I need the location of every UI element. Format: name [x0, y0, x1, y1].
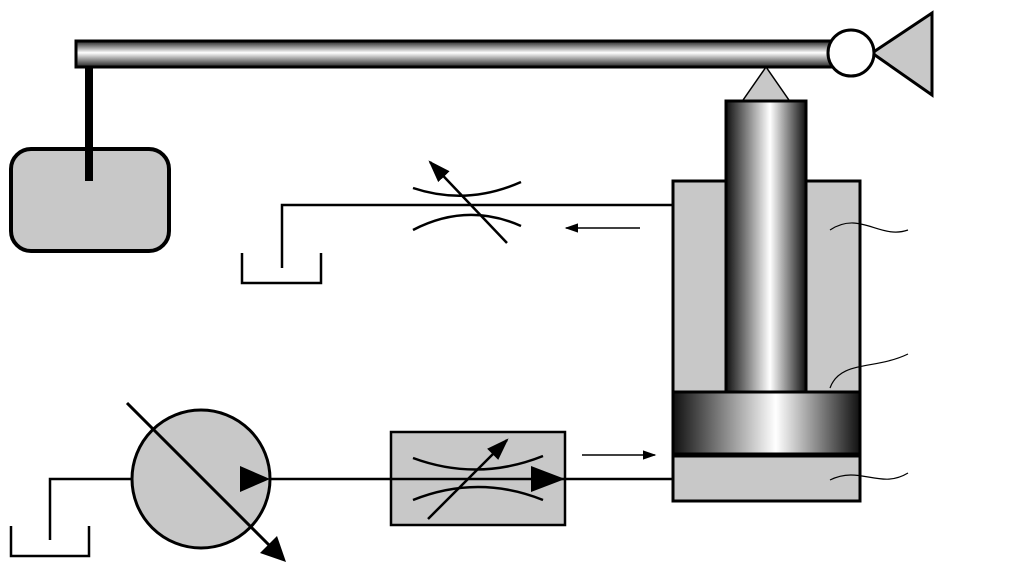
leader-line-bottom-chamber [829, 472, 909, 481]
pump-direction-triangle [240, 466, 270, 492]
pump-variable-arrow [125, 401, 274, 550]
throttle-lower-arc [412, 213, 522, 232]
flow-control-valve [389, 430, 567, 527]
valve-flow-arrowhead [531, 466, 565, 492]
tank-pump [9, 526, 91, 558]
lever-beam [74, 39, 834, 69]
suction-pipe [48, 477, 132, 540]
cylinder-rod [724, 99, 808, 394]
pump-variable-arrowhead [260, 536, 286, 562]
valve-lower-arc [412, 485, 544, 502]
hydraulic-cylinder [671, 99, 862, 503]
return-line [240, 203, 673, 285]
return-throttle [412, 160, 522, 244]
hydraulic-pump [125, 401, 286, 562]
leader-line-piston [829, 353, 909, 389]
throttle-adjust-arrow [428, 160, 508, 244]
lever-bar [74, 39, 834, 69]
throttle-upper-arc [412, 180, 522, 197]
pivot-mount-triangle [869, 10, 934, 98]
leader-line-top-chamber [829, 222, 909, 233]
valve-adjust-arrow [427, 438, 509, 520]
tank-return [240, 253, 323, 285]
lever-pivot [826, 28, 876, 78]
return-pipe [280, 203, 673, 268]
cylinder-piston [671, 390, 862, 456]
rod-contact-wedge [739, 65, 793, 104]
